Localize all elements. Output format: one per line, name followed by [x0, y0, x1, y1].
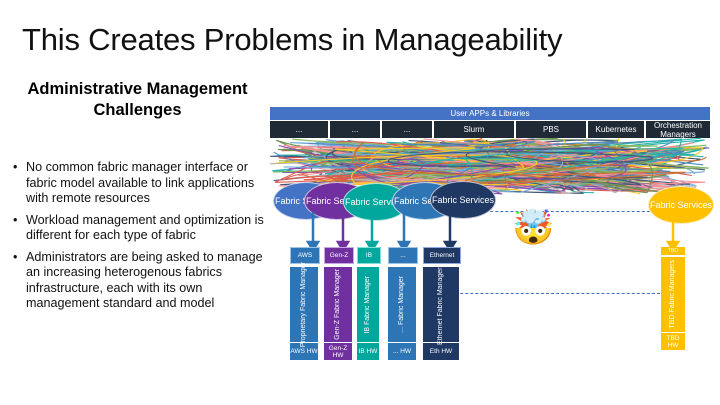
- fabric-column-tbd: TBD TBD Fabric Managers TBD HW: [661, 247, 685, 350]
- slide-subtitle: Administrative Management Challenges: [27, 80, 248, 119]
- manager-box: Slurm: [434, 121, 514, 138]
- dashed-link-line: [470, 211, 660, 212]
- fabric-manager-label: IB Fabric Manager: [364, 275, 371, 334]
- fabric-hardware: IB HW: [357, 343, 379, 360]
- fabric-manager-box: Ethernet Fabric Managers: [423, 264, 459, 345]
- fabric-manager-label: Proprietary Fabric Manager: [300, 261, 307, 348]
- fabric-column-aws: AWS Proprietary Fabric Manager AWS HW: [290, 247, 320, 360]
- dashed-link-line: [435, 293, 660, 294]
- fabric-hardware: Gen-Z HW: [324, 343, 352, 360]
- fabric-hardware: AWS HW: [290, 343, 318, 360]
- fabric-manager-label: Gen-Z Fabric Manager: [334, 269, 341, 340]
- fabric-manager-box: TBD Fabric Managers: [661, 257, 685, 332]
- fabric-tag: AWS: [290, 247, 320, 264]
- connector-arrows: [305, 212, 680, 253]
- slide-title: This Creates Problems in Manageability: [22, 22, 563, 57]
- manager-box: Orchestration Managers: [646, 121, 710, 139]
- fabric-column-other: ... ... Fabric Manager ... HW: [388, 247, 418, 360]
- fabric-manager-label: ... Fabric Manager: [398, 276, 405, 333]
- manager-box: ...: [270, 121, 328, 138]
- bullet-list: No common fabric manager interface or fa…: [10, 160, 265, 318]
- manager-box: PBS: [516, 121, 586, 138]
- fabric-column-ethernet: Ethernet Ethernet Fabric Managers Eth HW: [423, 247, 461, 360]
- tangled-wires: [270, 137, 710, 195]
- manager-box: ...: [330, 121, 380, 138]
- user-apps-bar: User APPs & Libraries: [270, 107, 710, 120]
- fabric-manager-box: Gen-Z Fabric Manager: [324, 267, 352, 342]
- fabric-manager-box: ... Fabric Manager: [388, 267, 416, 342]
- fabric-manager-box: IB Fabric Manager: [357, 267, 379, 342]
- fabric-manager-box: Proprietary Fabric Manager: [290, 262, 318, 347]
- wire-strand: [387, 148, 654, 168]
- fabric-hardware: Eth HW: [423, 343, 459, 360]
- fabric-column-genz: Gen-Z Gen-Z Fabric Manager Gen-Z HW: [324, 247, 354, 360]
- bullet-item: Workload management and optimization is …: [10, 213, 265, 244]
- fabric-services-cloud: Fabric Services: [430, 181, 496, 219]
- fabric-tag: Ethernet: [423, 247, 461, 264]
- manager-box: Kubernetes: [588, 121, 644, 138]
- fabric-tag: IB: [357, 247, 381, 264]
- fabric-tag: Gen-Z: [324, 247, 354, 264]
- manager-row: ... ... ... Slurm PBS Kubernetes Orchest…: [270, 121, 710, 139]
- fabric-services-cloud: Fabric Services: [648, 186, 714, 224]
- fabric-manager-label: TBD Fabric Managers: [669, 260, 676, 329]
- fabric-hardware: ... HW: [388, 343, 416, 360]
- manager-box: ...: [382, 121, 432, 138]
- fabric-hardware: TBD HW: [661, 333, 685, 350]
- fabric-tag: TBD: [661, 247, 685, 255]
- exploding-head-emoji: 🤯: [512, 209, 555, 247]
- wire-strand: [506, 143, 663, 194]
- fabric-column-ib: IB IB Fabric Manager IB HW: [357, 247, 381, 360]
- fabric-manager-label: Ethernet Fabric Managers: [437, 264, 444, 345]
- fabric-tag: ...: [388, 247, 418, 264]
- bullet-item: No common fabric manager interface or fa…: [10, 160, 265, 207]
- bullet-item: Administrators are being asked to manage…: [10, 250, 265, 312]
